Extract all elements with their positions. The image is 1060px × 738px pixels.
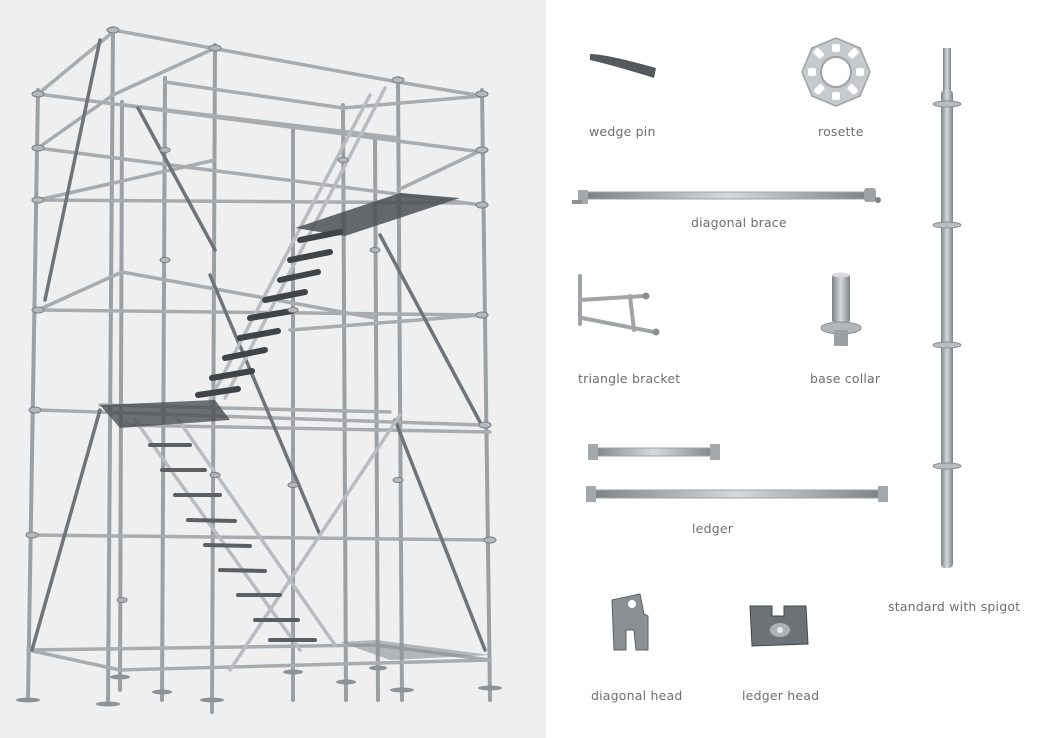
components-panel: wedge pin rosette diagonal brace <box>546 0 1060 738</box>
scaffold-tower-panel <box>0 0 546 738</box>
triangle-bracket-label: triangle bracket <box>578 371 681 386</box>
triangle-bracket-icon <box>578 274 660 336</box>
diagonal-brace-icon <box>572 188 881 204</box>
ledger-head-icon <box>749 605 809 647</box>
diagonal-head-icon <box>611 593 649 651</box>
ledger-head-label: ledger head <box>742 688 820 703</box>
rosette-icon <box>801 37 871 107</box>
diagonal-brace-label: diagonal brace <box>691 215 787 230</box>
base-collar-label: base collar <box>810 371 881 386</box>
wedge-pin-label: wedge pin <box>589 124 656 139</box>
ledger-icon <box>586 444 888 502</box>
standard-with-spigot-icon <box>932 48 962 568</box>
wedge-pin-icon <box>590 54 656 78</box>
diagonal-head-label: diagonal head <box>591 688 683 703</box>
rosette-label: rosette <box>818 124 864 139</box>
scaffold-tower-illustration <box>16 26 502 714</box>
standard-with-spigot-label: standard with spigot <box>888 599 1021 614</box>
ledger-label: ledger <box>692 521 734 536</box>
base-collar-icon <box>820 272 862 346</box>
